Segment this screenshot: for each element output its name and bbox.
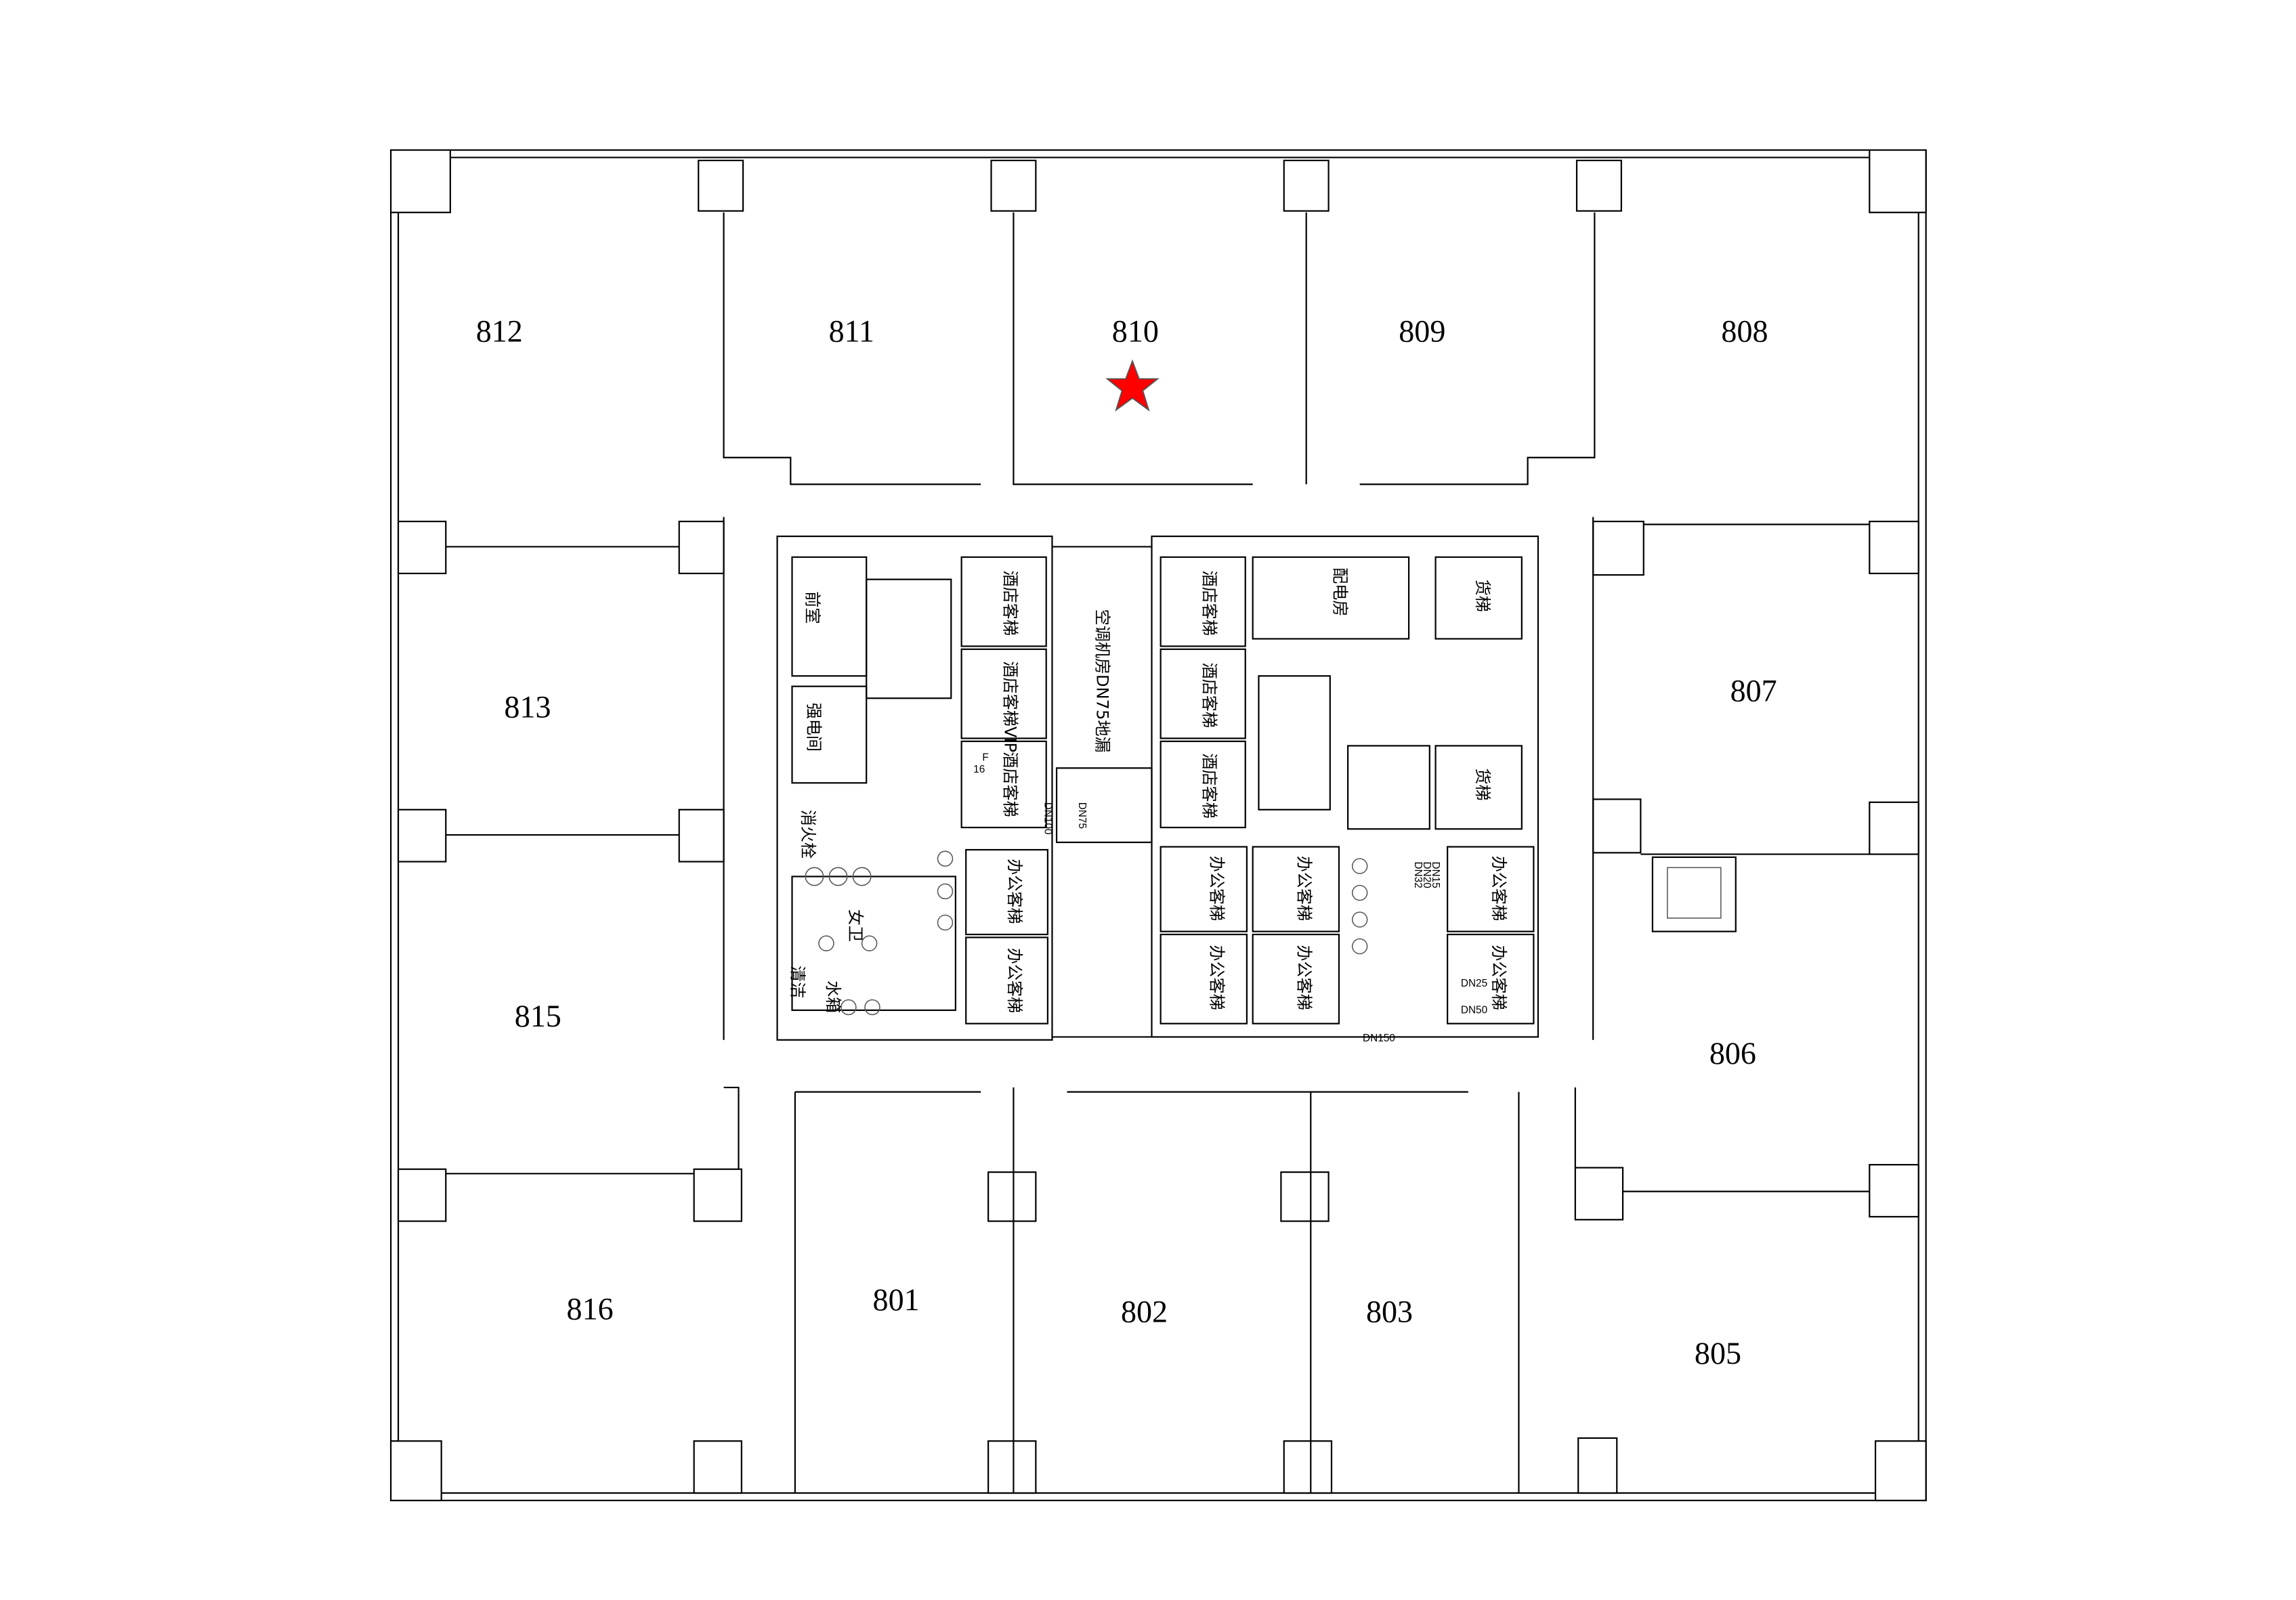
label-office-lift-6: 办公客梯 — [1295, 945, 1314, 1010]
label-electrical-room: 强电间 — [805, 703, 824, 752]
label-front-room: 前室 — [803, 591, 822, 624]
label-power-room: 配电房 — [1330, 567, 1349, 616]
room-806[interactable]: 806 — [1709, 1036, 1756, 1071]
pipe-dn150: DN150 — [1363, 1033, 1395, 1044]
label-office-lift-2: 办公客梯 — [1005, 948, 1024, 1014]
label-ac-room: 空调机房DN75地漏 — [1092, 609, 1111, 753]
pipe-dn15: DN15 — [1430, 862, 1441, 888]
room-812[interactable]: 812 — [476, 314, 523, 349]
label-hotel-lift-3: 酒店客梯 — [1000, 752, 1019, 817]
room-807[interactable]: 807 — [1730, 674, 1777, 708]
label-fire-hydrant: 消火栓 — [799, 810, 817, 859]
floor-mark-16: 16 — [973, 764, 985, 775]
label-hotel-lift-1: 酒店客梯 — [1000, 571, 1019, 636]
core — [776, 535, 1539, 1041]
room-816[interactable]: 816 — [567, 1291, 614, 1326]
star-icon — [1105, 359, 1160, 412]
label-hotel-lift-vip: 酒店客梯VIP — [1000, 661, 1019, 752]
columns — [389, 149, 1927, 1502]
label-water-tank: 水箱 — [824, 980, 843, 1013]
room-805[interactable]: 805 — [1695, 1336, 1741, 1370]
label-office-lift-7: 办公客梯 — [1489, 856, 1508, 922]
room-808[interactable]: 808 — [1721, 314, 1768, 349]
pipe-dn100: DN100 — [1042, 802, 1054, 835]
pipe-dn32: DN32 — [1412, 862, 1424, 888]
room-815[interactable]: 815 — [515, 999, 561, 1033]
floor-mark-f: F — [982, 752, 988, 763]
room-803[interactable]: 803 — [1366, 1295, 1413, 1329]
pipe-dn25: DN25 — [1461, 978, 1487, 989]
pipe-dn20: DN20 — [1421, 862, 1432, 888]
partitions — [446, 212, 1870, 1494]
pipe-dn50: DN50 — [1461, 1004, 1487, 1016]
label-office-lift-5: 办公客梯 — [1295, 856, 1314, 922]
label-office-lift-3: 办公客梯 — [1207, 856, 1226, 922]
label-female-wc: 女卫 — [846, 909, 865, 942]
label-hotel-lift-6: 酒店客梯 — [1199, 753, 1218, 819]
label-hotel-lift-4: 酒店客梯 — [1199, 571, 1218, 636]
room-809[interactable]: 809 — [1399, 314, 1445, 349]
room-801[interactable]: 801 — [873, 1282, 920, 1317]
pipe-dn75: DN75 — [1076, 802, 1088, 829]
room-810[interactable]: 810 — [1112, 314, 1159, 349]
label-cleaning: 清洁 — [788, 966, 807, 998]
label-office-lift-1: 办公客梯 — [1005, 859, 1024, 924]
label-hotel-lift-5: 酒店客梯 — [1199, 663, 1218, 729]
room-813[interactable]: 813 — [504, 690, 551, 725]
label-freight-lift-2: 货梯 — [1473, 768, 1492, 800]
outer-walls — [389, 149, 1927, 1502]
label-office-lift-4: 办公客梯 — [1207, 945, 1226, 1010]
label-office-lift-8: 办公客梯 — [1489, 945, 1508, 1010]
label-freight-lift-1: 货梯 — [1473, 580, 1492, 612]
room-802[interactable]: 802 — [1121, 1295, 1168, 1329]
room-811[interactable]: 811 — [829, 314, 874, 349]
